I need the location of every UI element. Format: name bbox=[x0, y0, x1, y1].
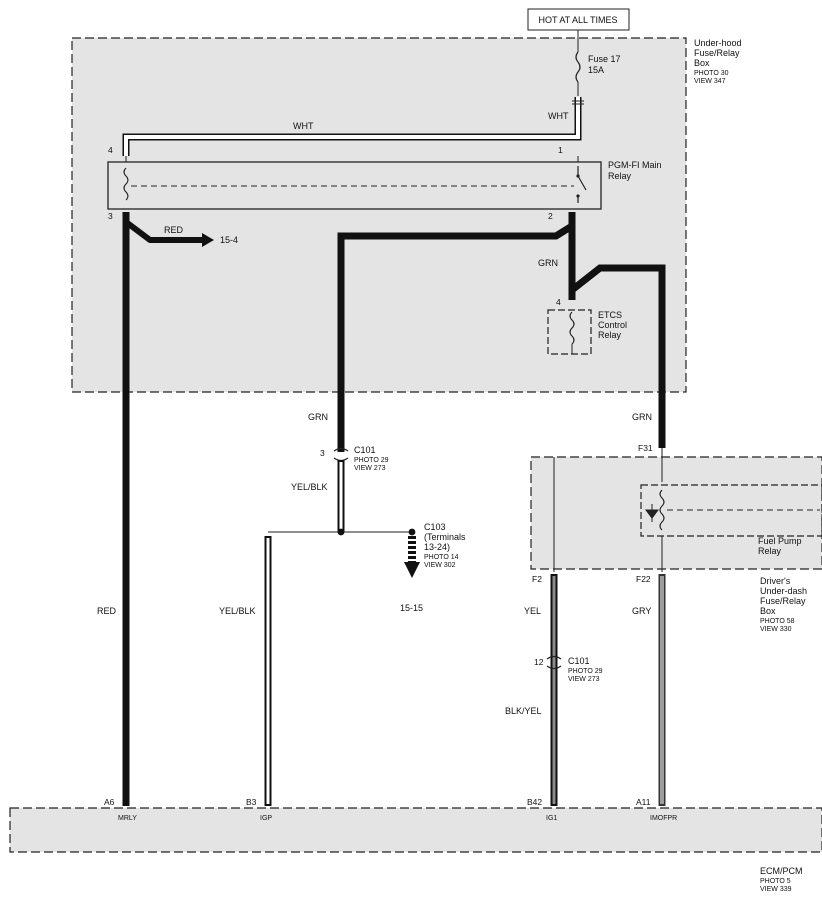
underdash-photo: PHOTO 58 bbox=[760, 618, 795, 625]
wire-gry-label: GRY bbox=[632, 606, 651, 616]
main-relay-contact-top bbox=[576, 174, 580, 178]
underhood-box-photo: PHOTO 30 bbox=[694, 70, 729, 77]
fuel-pump-relay-name-2: Relay bbox=[758, 546, 782, 556]
ecm-signal-imofpr: IMOFPR bbox=[650, 815, 677, 822]
fuel-pump-relay-box bbox=[640, 484, 822, 537]
wire-yel-label: YEL bbox=[524, 606, 541, 616]
ecm-name: ECM/PCM bbox=[760, 866, 803, 876]
wire-red-main-label: RED bbox=[97, 606, 117, 616]
underdash-pin-f22: F22 bbox=[636, 574, 651, 584]
ecm-pin-b3: B3 bbox=[246, 797, 257, 807]
underhood-box-zone bbox=[71, 37, 687, 393]
ecm-pin-b42: B42 bbox=[527, 797, 542, 807]
underdash-name-4: Box bbox=[760, 606, 776, 616]
c101-bottom-connector bbox=[546, 655, 562, 670]
wire-wht-fuse-label: WHT bbox=[548, 111, 569, 121]
c101-top-view: VIEW 273 bbox=[354, 465, 386, 472]
c101-top-pin: 3 bbox=[320, 448, 325, 458]
fuse-17-label: Fuse 17 bbox=[588, 54, 621, 64]
ecm-signal-ig1: IG1 bbox=[546, 815, 557, 822]
ecm-pin-a11: A11 bbox=[636, 797, 651, 807]
wire-grn-etcs-label: GRN bbox=[538, 258, 558, 268]
ecm-pin-a6: A6 bbox=[104, 797, 115, 807]
c101-bottom-view: VIEW 273 bbox=[568, 676, 600, 683]
main-relay-pin-3: 3 bbox=[108, 211, 113, 221]
ecm-view: VIEW 339 bbox=[760, 886, 792, 893]
main-relay-name-2: Relay bbox=[608, 171, 632, 181]
etcs-relay-name-3: Relay bbox=[598, 330, 622, 340]
etcs-relay-box bbox=[547, 309, 592, 355]
red-branch-ref: 15-4 bbox=[220, 235, 238, 245]
underhood-box-view: VIEW 347 bbox=[694, 78, 726, 85]
c103-sub-1: (Terminals bbox=[424, 532, 466, 542]
underdash-pin-f31: F31 bbox=[638, 443, 653, 453]
c103-arrow bbox=[404, 562, 420, 578]
wire-grn-left-label: GRN bbox=[308, 412, 328, 422]
etcs-relay-coil bbox=[569, 311, 575, 345]
underdash-name-1: Driver's bbox=[760, 576, 791, 586]
main-relay-coil bbox=[123, 167, 129, 201]
main-relay-contact-bottom bbox=[576, 194, 580, 198]
wire-red-branch-label: RED bbox=[164, 225, 184, 235]
c101-top-photo: PHOTO 29 bbox=[354, 457, 389, 464]
wire-red-branch bbox=[124, 219, 203, 243]
red-branch-arrow bbox=[202, 233, 214, 247]
underdash-pin-f2: F2 bbox=[532, 574, 542, 584]
underdash-name-3: Fuse/Relay bbox=[760, 596, 806, 606]
c101-bottom-name: C101 bbox=[568, 656, 590, 666]
wire-grn-right-label: GRN bbox=[632, 412, 652, 422]
c103-sub-2: 13-24) bbox=[424, 542, 450, 552]
wire-grn-right bbox=[569, 264, 666, 448]
c103-ref: 15-15 bbox=[400, 603, 423, 613]
c101-bottom-pin: 12 bbox=[534, 657, 544, 667]
main-relay-pin-1: 1 bbox=[558, 145, 563, 155]
etcs-relay-name-2: Control bbox=[598, 320, 627, 330]
wire-wht-fill bbox=[124, 97, 580, 156]
etcs-relay-name-1: ETCS bbox=[598, 310, 622, 320]
underhood-box-name-3: Box bbox=[694, 58, 710, 68]
c103-view: VIEW 302 bbox=[424, 562, 456, 569]
underhood-box-name-2: Fuse/Relay bbox=[694, 48, 740, 58]
c101-top-name: C101 bbox=[354, 445, 376, 455]
fuel-pump-relay-name-1: Fuel Pump bbox=[758, 536, 802, 546]
fuel-pump-relay-diode bbox=[645, 504, 659, 522]
ecm-signal-mrly: MRLY bbox=[118, 815, 137, 822]
fuel-pump-relay-coil bbox=[659, 489, 665, 531]
etcs-relay-pin-4: 4 bbox=[556, 297, 561, 307]
main-relay-pin-2: 2 bbox=[548, 211, 553, 221]
main-relay-name-1: PGM-FI Main bbox=[608, 160, 662, 170]
c101-bottom-photo: PHOTO 29 bbox=[568, 668, 603, 675]
wire-wht-top-label: WHT bbox=[293, 121, 314, 131]
underdash-name-2: Under-dash bbox=[760, 586, 807, 596]
main-relay-pin-4: 4 bbox=[108, 145, 113, 155]
underhood-box-name-1: Under-hood bbox=[694, 38, 742, 48]
main-relay-box bbox=[107, 161, 602, 210]
ecm-photo: PHOTO 5 bbox=[760, 878, 791, 885]
c103-name: C103 bbox=[424, 522, 446, 532]
wire-yel-blk-upper-label: YEL/BLK bbox=[291, 482, 328, 492]
fuse-17-rating: 15A bbox=[588, 65, 604, 75]
wire-yel-blk-lower-label: YEL/BLK bbox=[219, 606, 256, 616]
ecm-signal-igp: IGP bbox=[260, 815, 272, 822]
underdash-view: VIEW 330 bbox=[760, 626, 792, 633]
ecm-zone bbox=[9, 807, 822, 853]
wire-blk-yel-label: BLK/YEL bbox=[505, 706, 542, 716]
fuse-17-symbol bbox=[575, 51, 581, 83]
c103-dot bbox=[408, 528, 416, 536]
c103-photo: PHOTO 14 bbox=[424, 554, 459, 561]
underdash-box-zone bbox=[530, 456, 822, 570]
splice-dot bbox=[337, 528, 345, 536]
hot-at-all-times-label: HOT AT ALL TIMES bbox=[538, 15, 617, 25]
